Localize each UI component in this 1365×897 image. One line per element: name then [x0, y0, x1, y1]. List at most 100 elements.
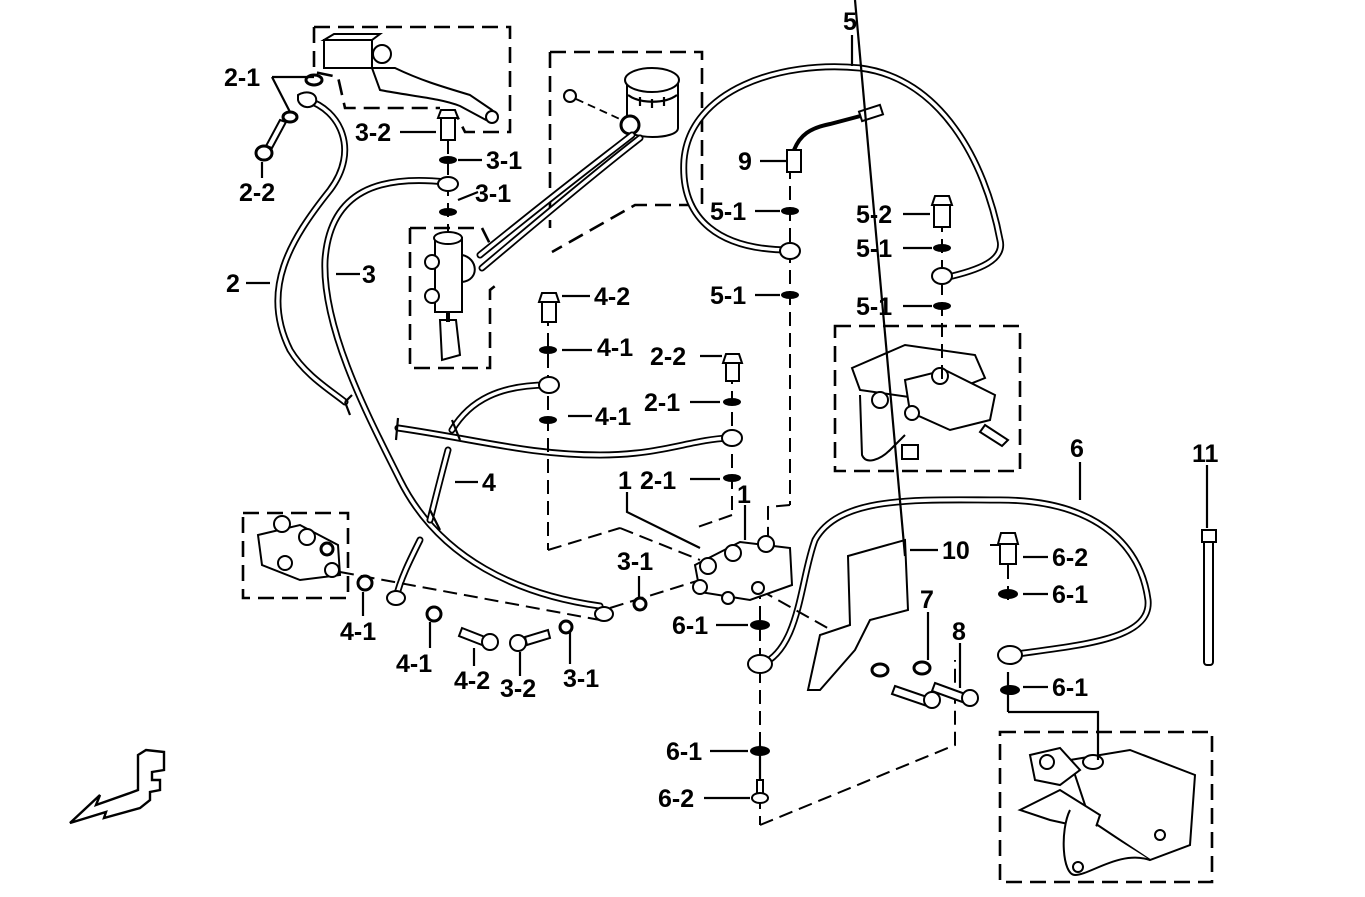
hoses: [274, 63, 1152, 669]
callout-4-1: 4-1: [595, 403, 631, 431]
caliper-port: [1039, 754, 1055, 770]
bracket-hole: [1072, 861, 1084, 873]
axis-line: [339, 571, 601, 621]
mount-eye: [424, 288, 440, 304]
washer-4-1: [539, 416, 557, 424]
caliper-bracket: [1062, 809, 1151, 877]
reservoir-mount: [619, 114, 641, 136]
leader-1: [625, 492, 701, 549]
joint-port: [724, 544, 742, 562]
cap-ridges: [638, 97, 666, 108]
axis-line: [609, 579, 701, 609]
axis-line: [767, 504, 791, 545]
callout-3-2: 3-2: [355, 119, 391, 147]
lever-tip: [485, 110, 499, 124]
washer-6-1: [750, 620, 770, 630]
dashed-box: [408, 228, 501, 370]
axis-line: [694, 514, 733, 529]
bleeder-bolt: [978, 423, 1010, 448]
washer-3-1: [632, 596, 648, 612]
reservoir-screw: [563, 89, 577, 103]
reservoir-hose-2-inner: [480, 136, 642, 270]
washer-6-1: [750, 746, 770, 756]
hose-4a-inner: [450, 383, 550, 432]
small-parts: [254, 0, 1217, 804]
washer-4-1: [425, 605, 443, 623]
banjo: [538, 376, 560, 394]
clamp-mark: [343, 394, 353, 416]
callout-6: 6: [1070, 435, 1084, 463]
washer: [281, 110, 299, 124]
banjo: [997, 645, 1023, 665]
bolt-head: [930, 195, 954, 206]
hose-4c-inner: [428, 448, 450, 522]
callout-leaders: [246, 35, 1209, 800]
bolt-6-2: [999, 543, 1017, 565]
callout-5-1: 5-1: [856, 293, 892, 321]
port: [273, 515, 291, 533]
caliper-pin: [904, 405, 920, 421]
callout-1: 1: [618, 467, 632, 495]
callout-2-2: 2-2: [650, 343, 686, 371]
callout-3-1: 3-1: [563, 665, 599, 693]
axis-line: [759, 589, 841, 636]
bolt-head: [436, 109, 460, 119]
bolt-2-2: [725, 362, 740, 382]
washer-3-1: [439, 156, 457, 164]
washer-7: [870, 662, 890, 678]
switch-connector: [857, 103, 885, 123]
brake-light-switch-9: [786, 149, 802, 173]
callout-2-2: 2-2: [239, 179, 275, 207]
leader-3-1: [457, 190, 479, 202]
assembly-front-caliper: [833, 324, 1022, 473]
brake-lever: [370, 67, 497, 122]
caliper-pin: [871, 391, 889, 409]
callout-6-2: 6-2: [1052, 544, 1088, 572]
banjo-port: [1082, 754, 1104, 770]
cylinder-top: [433, 231, 463, 245]
callout-6-1: 6-1: [1052, 581, 1088, 609]
callout-6-2: 6-2: [658, 785, 694, 813]
brake-hose-2: [274, 96, 349, 406]
hose-2-inner: [276, 98, 347, 404]
leader-solid: [1008, 710, 1100, 760]
washer-7: [912, 660, 932, 676]
cable-tie-11: [1203, 534, 1214, 666]
hose-6-inner: [758, 498, 1150, 667]
bolt-3-2: [523, 628, 552, 647]
axis-line: [619, 527, 701, 561]
switch-wire: [792, 112, 869, 151]
banjo: [386, 590, 406, 606]
dashed-box: [241, 511, 350, 600]
callout-2: 2: [226, 270, 240, 298]
joint-port: [692, 579, 708, 595]
dashed-box: [312, 27, 440, 110]
callout-2-1: 2-1: [224, 64, 260, 92]
washer-2-1: [723, 398, 741, 406]
assembly-front-master-cylinder: [312, 25, 512, 134]
caliper-bleeder: [1028, 746, 1082, 787]
pad-tab: [901, 444, 919, 460]
assembly-rear-caliper: [998, 730, 1214, 884]
banjo: [721, 429, 743, 447]
banjo: [779, 242, 801, 260]
washer-4-1: [356, 574, 374, 592]
reservoir-hose-inner: [478, 133, 634, 257]
callout-3: 3: [362, 261, 376, 289]
arrow-f-shape: [69, 748, 166, 825]
washer-5-1: [781, 291, 799, 299]
callout-5-2: 5-2: [856, 201, 892, 229]
bolt-head: [996, 532, 1020, 545]
leader: [575, 98, 623, 121]
bolt-head: [481, 633, 499, 651]
bracket-hole: [1154, 829, 1166, 841]
bolt-head: [751, 792, 769, 804]
callout-4-1: 4-1: [340, 618, 376, 646]
joint-port: [699, 557, 717, 575]
callout-4-2: 4-2: [594, 283, 630, 311]
brake-hose-5: [680, 63, 1005, 282]
banjo-fitting: [297, 91, 318, 108]
joint-port: [757, 535, 775, 553]
callout-3-2: 3-2: [500, 675, 536, 703]
banjo: [594, 606, 614, 622]
